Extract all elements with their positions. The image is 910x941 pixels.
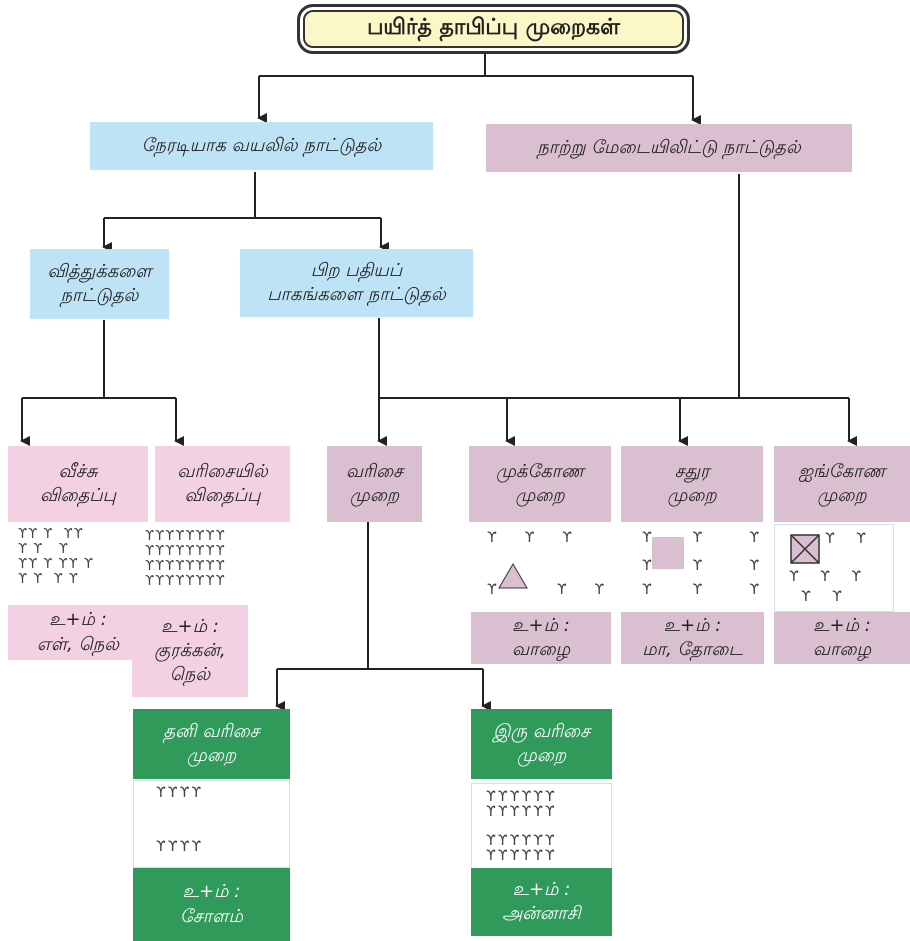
plant-icon: ϒ ϒ [825,531,868,547]
node-triangle-method: முக்கோண முறை [469,446,611,522]
node-broadcast-sowing: வீச்சு விதைப்பு [8,446,148,522]
broadcast-plants-illustration: ϒϒ ϒ ϒϒ ϒ ϒ ϒ ϒϒ ϒ ϒϒ ϒ ϒ ϒ ϒ ϒ [18,527,94,587]
square-icon [652,537,684,569]
example-triangle: உ+ம் : வாழை [471,612,611,664]
node-double-row-method: இரு வரிசை முறை [471,709,612,779]
node-single-row-method: தனி வரிசை முறை [133,709,290,779]
triangle-layout-illustration: ϒ ϒ ϒ ϒ ϒ ϒ [469,524,611,608]
node-nursery-transplanting: நாற்று மேடையிலிட்டு நாட்டுதல் [486,124,852,172]
plant-icon: ϒ ϒ ϒ [642,530,762,546]
plant-icon: ϒϒϒϒ [156,839,204,855]
diagram-title: பயிர்த் தாபிப்பு முறைகள் [297,4,690,54]
pentagon-layout-illustration: ϒ ϒ ϒ ϒ ϒ ϒ ϒ [774,524,894,612]
example-row-sowing: உ+ம் : குரக்கன், நெல் [132,605,248,697]
node-direct-field-planting: நேரடியாக வயலில் நாட்டுதல் [90,122,433,170]
example-square: உ+ம் : மா, தோடை [621,612,764,664]
node-row-sowing: வரிசையில் விதைப்பு [155,446,290,522]
plant-icon: ϒ ϒ ϒ [789,569,864,585]
double-row-illustration: ϒϒϒϒϒϒ ϒϒϒϒϒϒ ϒϒϒϒϒϒ ϒϒϒϒϒϒ [471,783,612,869]
node-vegetative-parts-planting: பிற பதியப் பாகங்களை நாட்டுதல் [240,249,473,317]
square-layout-illustration: ϒ ϒ ϒ ϒ ϒ ϒ ϒ ϒ ϒ [628,524,763,604]
plant-icon: ϒϒϒϒϒϒ ϒϒϒϒϒϒ [486,789,557,820]
plant-icon: ϒ ϒ ϒ [642,558,762,574]
plant-icon: ϒϒϒϒ [156,785,204,801]
example-pentagon: உ+ம் : வாழை [774,612,910,664]
plant-icon: ϒ ϒ [801,589,844,605]
example-single-row: உ+ம் : சோளம் [133,868,290,941]
plant-icon: ϒϒϒϒϒϒ ϒϒϒϒϒϒ [486,833,557,864]
triangle-icon [498,563,528,589]
node-square-method: சதுர முறை [621,446,763,522]
example-double-row: உ+ம் : அன்னாசி [471,868,612,936]
plant-icon: ϒ ϒ ϒ [487,582,607,598]
node-seed-planting: வித்துக்களை நாட்டுதல் [30,249,169,319]
row-sowing-plants-illustration: ϒϒϒϒϒϒϒϒ ϒϒϒϒϒϒϒϒ ϒϒϒϒϒϒϒϒ ϒϒϒϒϒϒϒϒ [145,529,226,589]
single-row-illustration: ϒϒϒϒ ϒϒϒϒ [133,780,290,868]
node-pentagon-method: ஐங்கோண முறை [774,446,910,522]
plant-icon: ϒ ϒ ϒ [487,530,574,546]
node-row-method: வரிசை முறை [327,446,422,522]
plant-icon: ϒ ϒ ϒ [642,582,762,598]
crossed-square-icon [790,534,820,564]
example-broadcast: உ+ம் : எள், நெல் [8,605,148,660]
